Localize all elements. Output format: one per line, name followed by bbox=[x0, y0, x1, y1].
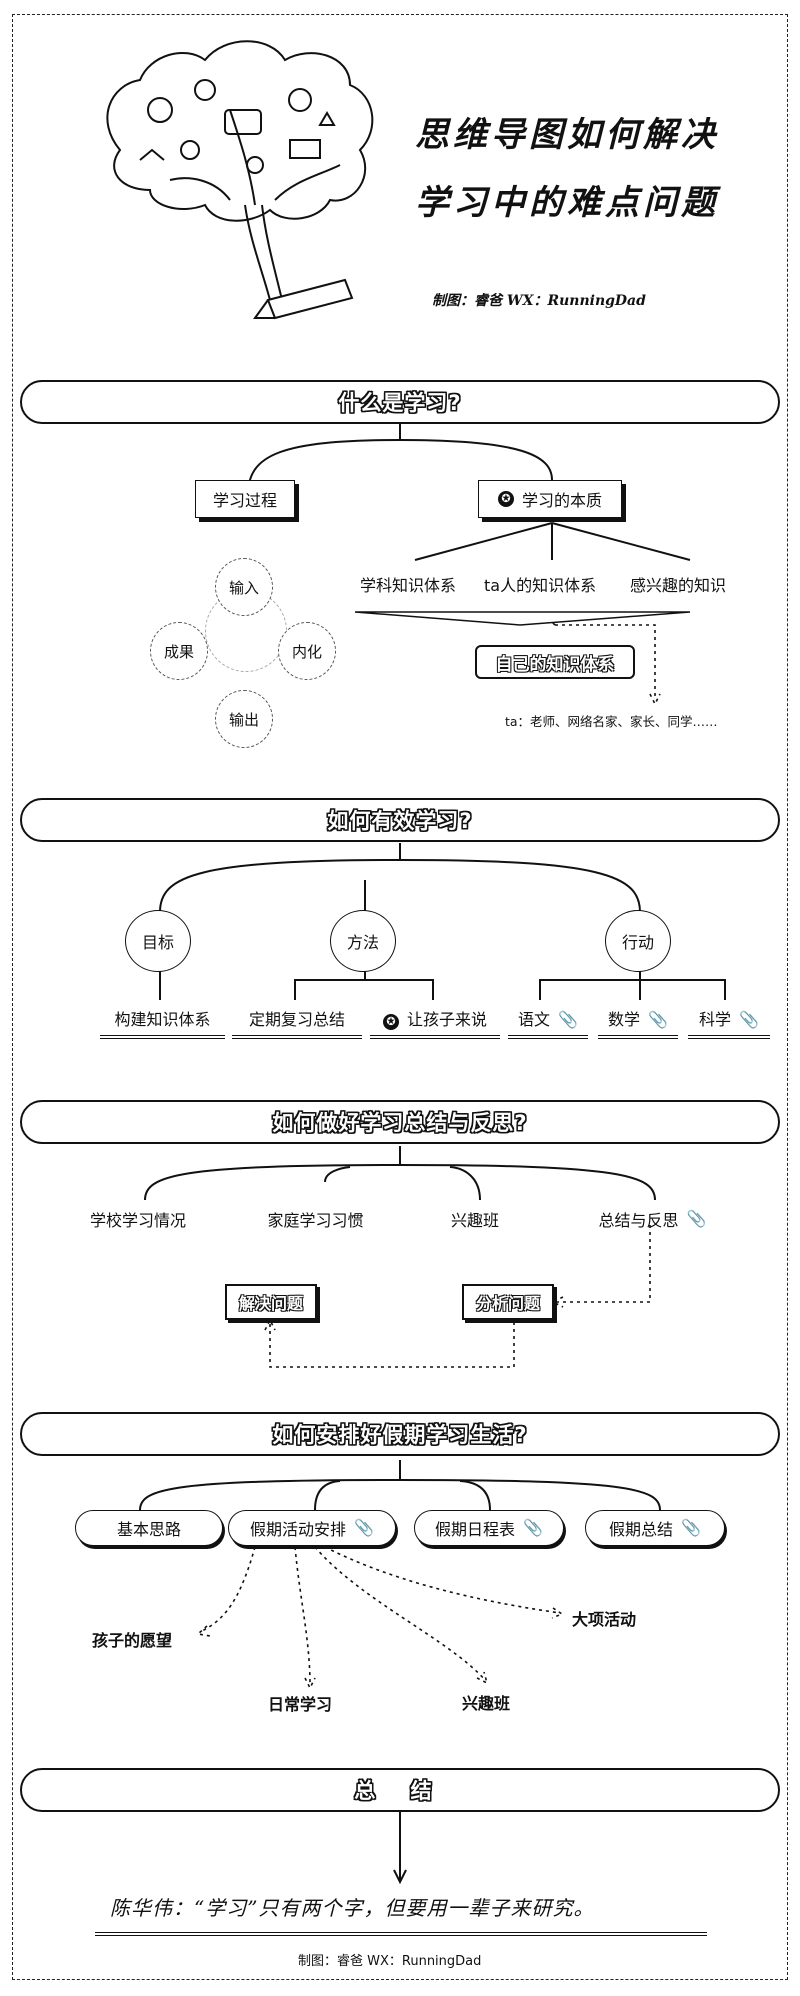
item-interest-class: 兴趣班 bbox=[420, 1200, 530, 1238]
cycle-input: 输入 bbox=[215, 558, 273, 616]
analyze-problem-node: 分析问题 bbox=[462, 1284, 554, 1320]
item-math: 数学📎 bbox=[598, 1006, 678, 1039]
banner-title: 如何安排好假期学习生活? bbox=[272, 1423, 528, 1447]
brain-tree-pencil-icon bbox=[106, 40, 374, 320]
banner-what-is-learning: 什么是学习? bbox=[20, 380, 780, 424]
learning-process-node: 学习过程 bbox=[195, 480, 295, 518]
analyze-problem-label: 分析问题 bbox=[475, 1294, 540, 1313]
activity-child-wish: 孩子的愿望 bbox=[92, 1631, 173, 1650]
topic-action: 行动 bbox=[605, 910, 671, 972]
cycle-result: 成果 bbox=[150, 622, 208, 680]
banner-title: 什么是学习? bbox=[338, 391, 462, 415]
paperclip-icon: 📎 bbox=[558, 1010, 578, 1029]
quote-underline bbox=[95, 1932, 707, 1936]
header-credit: 制图：睿爸 WX：RunningDad bbox=[432, 293, 646, 309]
star-badge-icon: ✪ bbox=[382, 1014, 399, 1030]
branch-interest-knowledge: 感兴趣的知识 bbox=[630, 576, 727, 595]
banner-summary-reflection: 如何做好学习总结与反思? bbox=[20, 1100, 780, 1144]
page-frame bbox=[12, 14, 788, 1980]
banner-title: 如何有效学习? bbox=[327, 809, 473, 833]
item-science: 科学📎 bbox=[688, 1006, 770, 1039]
item-school-learning: 学校学习情况 bbox=[68, 1200, 208, 1238]
banner-holiday-planning: 如何安排好假期学习生活? bbox=[20, 1412, 780, 1456]
star-badge-icon: ✪ bbox=[497, 491, 514, 507]
cycle-internalize: 内化 bbox=[278, 622, 336, 680]
paperclip-icon: 📎 bbox=[648, 1010, 668, 1029]
others-note: ta：老师、网络名家、家长、同学…… bbox=[505, 714, 718, 729]
solve-problem-node: 解决问题 bbox=[225, 1284, 317, 1320]
cycle-output: 输出 bbox=[215, 690, 273, 748]
paperclip-icon: 📎 bbox=[686, 1209, 707, 1228]
brain-illustration bbox=[106, 40, 374, 320]
banner-title: 如何做好学习总结与反思? bbox=[272, 1111, 528, 1135]
paperclip-icon: 📎 bbox=[681, 1518, 701, 1537]
paperclip-icon: 📎 bbox=[523, 1518, 543, 1537]
paperclip-icon: 📎 bbox=[354, 1518, 374, 1537]
item-summary-reflection: 总结与反思📎 bbox=[565, 1200, 740, 1238]
own-knowledge-system: 自己的知识体系 bbox=[475, 645, 635, 679]
title-line-2: 学习中的难点问题 bbox=[415, 183, 719, 223]
branch-others-knowledge: ta人的知识体系 bbox=[484, 576, 597, 595]
activity-major-events: 大项活动 bbox=[572, 1610, 637, 1629]
learning-essence-label: 学习的本质 bbox=[521, 491, 602, 510]
paperclip-icon: 📎 bbox=[739, 1010, 759, 1029]
banner-conclusion: 总 结 bbox=[20, 1768, 780, 1812]
learning-essence-node: ✪ 学习的本质 bbox=[478, 480, 622, 518]
item-activity-plan: 假期活动安排📎 bbox=[228, 1510, 396, 1546]
topic-goal: 目标 bbox=[125, 910, 191, 972]
branch-subject-knowledge: 学科知识体系 bbox=[360, 576, 457, 595]
title-line-1: 思维导图如何解决 bbox=[415, 115, 719, 155]
activity-daily-learning: 日常学习 bbox=[268, 1695, 333, 1714]
activity-interest-class: 兴趣班 bbox=[462, 1694, 511, 1713]
item-basic-idea: 基本思路 bbox=[75, 1510, 223, 1546]
item-chinese: 语文📎 bbox=[508, 1006, 588, 1039]
item-regular-review: 定期复习总结 bbox=[232, 1006, 362, 1039]
item-holiday-summary: 假期总结📎 bbox=[585, 1510, 725, 1546]
item-child-explains: ✪让孩子来说 bbox=[370, 1006, 500, 1039]
conclusion-quote: 陈华伟：“学习”只有两个字，但要用一辈子来研究。 bbox=[110, 1896, 595, 1920]
item-build-knowledge: 构建知识体系 bbox=[100, 1006, 225, 1039]
banner-effective-learning: 如何有效学习? bbox=[20, 798, 780, 842]
footer-credit: 制图：睿爸 WX：RunningDad bbox=[292, 1955, 488, 1968]
item-holiday-schedule: 假期日程表📎 bbox=[414, 1510, 564, 1546]
item-home-habits: 家庭学习习惯 bbox=[238, 1200, 393, 1238]
banner-title: 总 结 bbox=[354, 1779, 446, 1803]
solve-problem-label: 解决问题 bbox=[238, 1294, 303, 1313]
topic-method: 方法 bbox=[330, 910, 396, 972]
own-knowledge-label: 自己的知识体系 bbox=[495, 654, 615, 675]
learning-process-label: 学习过程 bbox=[212, 491, 277, 510]
